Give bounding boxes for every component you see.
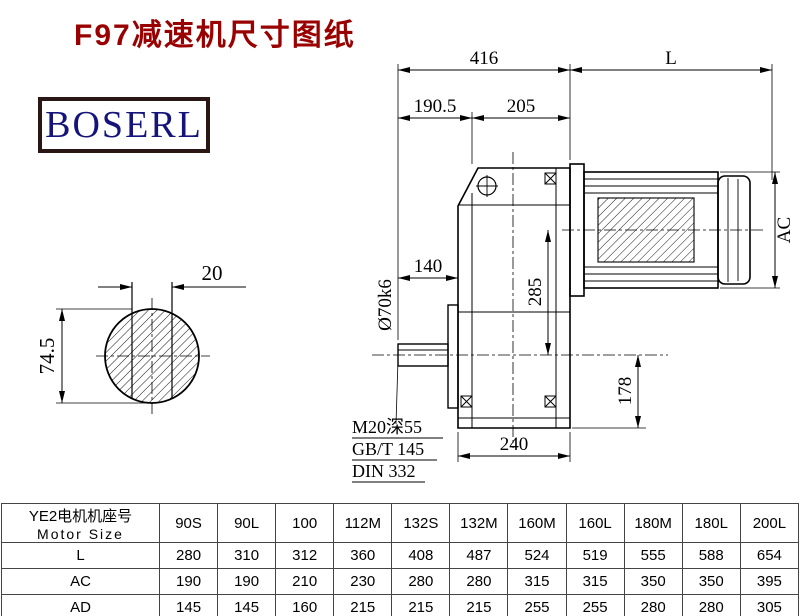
shaft-end-view [96, 282, 210, 414]
cell: 160 [275, 594, 335, 616]
note-din-332: DIN 332 [352, 461, 416, 481]
cell: 215 [333, 594, 393, 616]
row-label: AC [1, 568, 160, 595]
dim-190-5: 190.5 [414, 96, 457, 117]
dim-205: 205 [507, 96, 536, 117]
cell: 190 [158, 568, 219, 595]
dim-shaft-diameter: Ø70k6 [375, 279, 396, 331]
motor-size-table: YE2电机机座号 Motor Size 90S 90L 100 112M 132… [1, 503, 800, 616]
dimension-lines [59, 67, 778, 459]
cell: 555 [623, 542, 683, 569]
dimension-labels: 416 L 190.5 205 140 240 285 178 AC Ø70k6… [35, 48, 795, 481]
row-label: AD [1, 594, 160, 616]
cell: 350 [623, 568, 683, 595]
boserl-logo: BOSERL [38, 97, 210, 153]
col-header: 160L [565, 503, 625, 543]
cell: 350 [681, 568, 741, 595]
cell: 280 [158, 542, 219, 569]
motor [569, 163, 751, 297]
cell: 315 [507, 568, 567, 595]
col-header: 180L [681, 503, 741, 543]
col-header: 160M [507, 503, 567, 543]
cell: 255 [565, 594, 625, 616]
motor-fins [584, 178, 718, 282]
cell: 210 [275, 568, 335, 595]
col-header: 132S [391, 503, 451, 543]
output-flange-boss [447, 304, 459, 409]
table-header-row: YE2电机机座号 Motor Size 90S 90L 100 112M 132… [1, 503, 800, 543]
cell: 305 [739, 594, 800, 616]
header-cn: YE2电机机座号 [28, 507, 133, 525]
cell: 280 [623, 594, 683, 616]
table-row-L: L 280 310 312 360 408 487 524 519 555 58… [1, 542, 800, 569]
dim-416: 416 [470, 48, 499, 69]
centerlines [372, 152, 766, 448]
dim-140: 140 [414, 256, 443, 277]
cell: 145 [217, 594, 277, 616]
cell: 519 [565, 542, 625, 569]
col-header: 90L [217, 503, 277, 543]
dim-20: 20 [202, 261, 223, 285]
col-header: 132M [449, 503, 509, 543]
col-header: 112M [333, 503, 393, 543]
cell: 588 [681, 542, 741, 569]
dim-240: 240 [500, 434, 529, 455]
cell: 408 [391, 542, 451, 569]
header-en: Motor Size [37, 525, 124, 542]
cell: 360 [333, 542, 393, 569]
row-label: L [1, 542, 160, 569]
cell: 310 [217, 542, 277, 569]
dim-L: L [665, 48, 677, 69]
dim-178: 178 [615, 377, 636, 406]
col-header: 200L [739, 503, 800, 543]
cell: 145 [158, 594, 219, 616]
dim-74-5: 74.5 [35, 338, 59, 375]
logo-text: BOSERL [45, 104, 203, 146]
technical-drawing: 416 L 190.5 205 140 240 285 178 AC Ø70k6… [35, 48, 795, 483]
cell: 215 [449, 594, 509, 616]
cell: 255 [507, 594, 567, 616]
cell: 487 [449, 542, 509, 569]
cell: 395 [739, 568, 800, 595]
gearbox-housing [397, 167, 571, 429]
cell: 280 [391, 568, 451, 595]
note-underlines [352, 437, 443, 483]
col-header: 180M [623, 503, 683, 543]
cell: 280 [681, 594, 741, 616]
col-header: 100 [275, 503, 335, 543]
cell: 230 [333, 568, 393, 595]
cell: 190 [217, 568, 277, 595]
dim-AC: AC [774, 217, 795, 243]
page-title: F97减速机尺寸图纸 [74, 19, 356, 52]
bolt-hole-marks [460, 172, 557, 408]
cell: 315 [565, 568, 625, 595]
cell: 312 [275, 542, 335, 569]
note-m20-depth: M20深55 [352, 417, 422, 437]
note-gbt-145: GB/T 145 [352, 439, 424, 459]
motor-size-header: YE2电机机座号 Motor Size [1, 503, 160, 543]
col-header: 90S [158, 503, 219, 543]
dim-285: 285 [525, 278, 546, 307]
cell: 654 [739, 542, 800, 569]
table-row-AD: AD 145 145 160 215 215 215 255 255 280 2… [1, 594, 800, 616]
cell: 280 [449, 568, 509, 595]
cell: 215 [391, 594, 451, 616]
table-row-AC: AC 190 190 210 230 280 280 315 315 350 3… [1, 568, 800, 595]
cell: 524 [507, 542, 567, 569]
